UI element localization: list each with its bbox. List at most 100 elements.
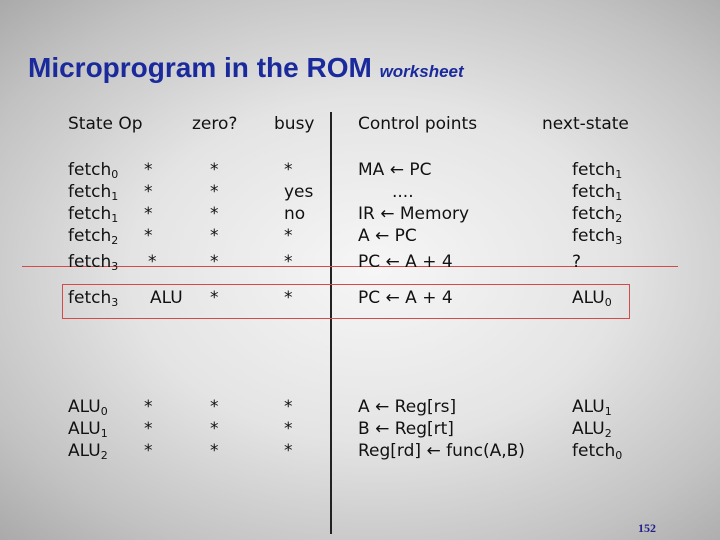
cell-op-text: ALU (150, 288, 183, 308)
cell-next: fetch0 (572, 440, 622, 462)
cell-next: fetch2 (572, 203, 622, 225)
cell-state-subscript: 1 (111, 212, 119, 225)
cell-op: * (148, 251, 157, 273)
cell-busy-text: * (284, 441, 293, 461)
cell-next: ALU2 (572, 418, 612, 440)
cell-next: ALU1 (572, 396, 612, 418)
cell-state-text: ALU (68, 397, 101, 417)
cell-state-subscript: 2 (111, 234, 119, 247)
cell-zero: * (210, 159, 219, 181)
cell-busy-text: * (284, 397, 293, 417)
cell-busy-text: * (284, 419, 293, 439)
cell-op: * (144, 418, 153, 440)
cell-state: fetch1 (68, 181, 118, 203)
cell-state-text: fetch (68, 160, 112, 180)
cell-busy: * (284, 418, 293, 440)
header-state-op: State Op (68, 114, 143, 134)
cell-state-text: fetch (68, 204, 112, 224)
cell-next-subscript: 3 (615, 234, 623, 247)
cell-op: * (144, 396, 153, 418)
cell-op: * (144, 181, 153, 203)
cell-control-text: A ← PC (358, 226, 417, 246)
cell-op-text: * (144, 419, 153, 439)
cell-next-text: ? (572, 252, 582, 272)
cell-next: ? (572, 251, 581, 273)
title-subtitle: worksheet (379, 62, 464, 81)
cell-zero-text: * (210, 419, 219, 439)
cell-next: fetch1 (572, 181, 622, 203)
cell-next: fetch1 (572, 159, 622, 181)
cell-busy: no (284, 203, 305, 225)
cell-next-subscript: 2 (615, 212, 623, 225)
cell-state: fetch3 (68, 251, 118, 273)
header-control-points: Control points (358, 114, 478, 134)
cell-op-text: * (148, 252, 157, 272)
cell-op-text: * (144, 204, 153, 224)
header-zero: zero? (192, 114, 238, 134)
cell-next-text: fetch (572, 160, 616, 180)
cell-control-text: IR ← Memory (358, 204, 470, 224)
cell-control-text: .... (392, 182, 414, 202)
cell-next-subscript: 2 (604, 427, 612, 440)
header-busy: busy (274, 114, 315, 134)
cell-zero: * (210, 225, 219, 247)
cell-next-text: ALU (572, 419, 605, 439)
cell-state-text: ALU (68, 441, 101, 461)
slide-title: Microprogram in the ROM worksheet (28, 52, 464, 84)
cell-zero: * (210, 396, 219, 418)
cell-control: .... (392, 181, 414, 203)
cell-state-text: fetch (68, 252, 112, 272)
cell-busy: yes (284, 181, 313, 203)
cell-state: fetch2 (68, 225, 118, 247)
highlight-box (62, 284, 630, 319)
cell-control-text: B ← Reg[rt] (358, 419, 454, 439)
cell-state: fetch3 (68, 287, 118, 309)
cell-control: B ← Reg[rt] (358, 418, 454, 440)
cell-next-text: fetch (572, 204, 616, 224)
cell-op: * (144, 225, 153, 247)
cell-control-text: Reg[rd] ← func(A,B) (358, 441, 525, 461)
cell-next-text: fetch (572, 182, 616, 202)
cell-zero-text: * (210, 204, 219, 224)
cell-control: PC ← A + 4 (358, 251, 453, 273)
cell-state-text: fetch (68, 288, 112, 308)
cell-busy-text: * (284, 288, 293, 308)
cell-zero-text: * (210, 160, 219, 180)
cell-op-text: * (144, 226, 153, 246)
cell-control: Reg[rd] ← func(A,B) (358, 440, 525, 462)
cell-state-text: fetch (68, 226, 112, 246)
cell-zero-text: * (210, 441, 219, 461)
cell-next-subscript: 1 (604, 405, 612, 418)
cell-next-text: ALU (572, 397, 605, 417)
cell-zero-text: * (210, 226, 219, 246)
cell-next-subscript: 0 (615, 449, 623, 462)
cell-zero-text: * (210, 252, 219, 272)
cell-busy: * (284, 159, 293, 181)
cell-state-text: fetch (68, 182, 112, 202)
cell-zero: * (210, 181, 219, 203)
cell-next-subscript: 1 (615, 168, 623, 181)
cell-next-text: fetch (572, 441, 616, 461)
cell-next: ALU0 (572, 287, 612, 309)
cell-control: IR ← Memory (358, 203, 469, 225)
cell-next-subscript: 0 (604, 296, 612, 309)
cell-zero: * (210, 203, 219, 225)
cell-state-subscript: 1 (111, 190, 119, 203)
cell-op-text: * (144, 441, 153, 461)
cell-op-text: * (144, 182, 153, 202)
cell-op: ALU (150, 287, 183, 309)
cell-busy-text: no (284, 204, 306, 224)
cell-zero: * (210, 440, 219, 462)
cell-control: A ← Reg[rs] (358, 396, 456, 418)
cell-control-text: PC ← A + 4 (358, 252, 453, 272)
cell-busy: * (284, 251, 293, 273)
cell-zero-text: * (210, 288, 219, 308)
cell-state-subscript: 3 (111, 296, 119, 309)
cell-op: * (144, 159, 153, 181)
cell-zero: * (210, 418, 219, 440)
cell-control-text: PC ← A + 4 (358, 288, 453, 308)
cell-busy-text: yes (284, 182, 314, 202)
cell-zero: * (210, 251, 219, 273)
cell-control-text: A ← Reg[rs] (358, 397, 457, 417)
cell-next-text: fetch (572, 226, 616, 246)
